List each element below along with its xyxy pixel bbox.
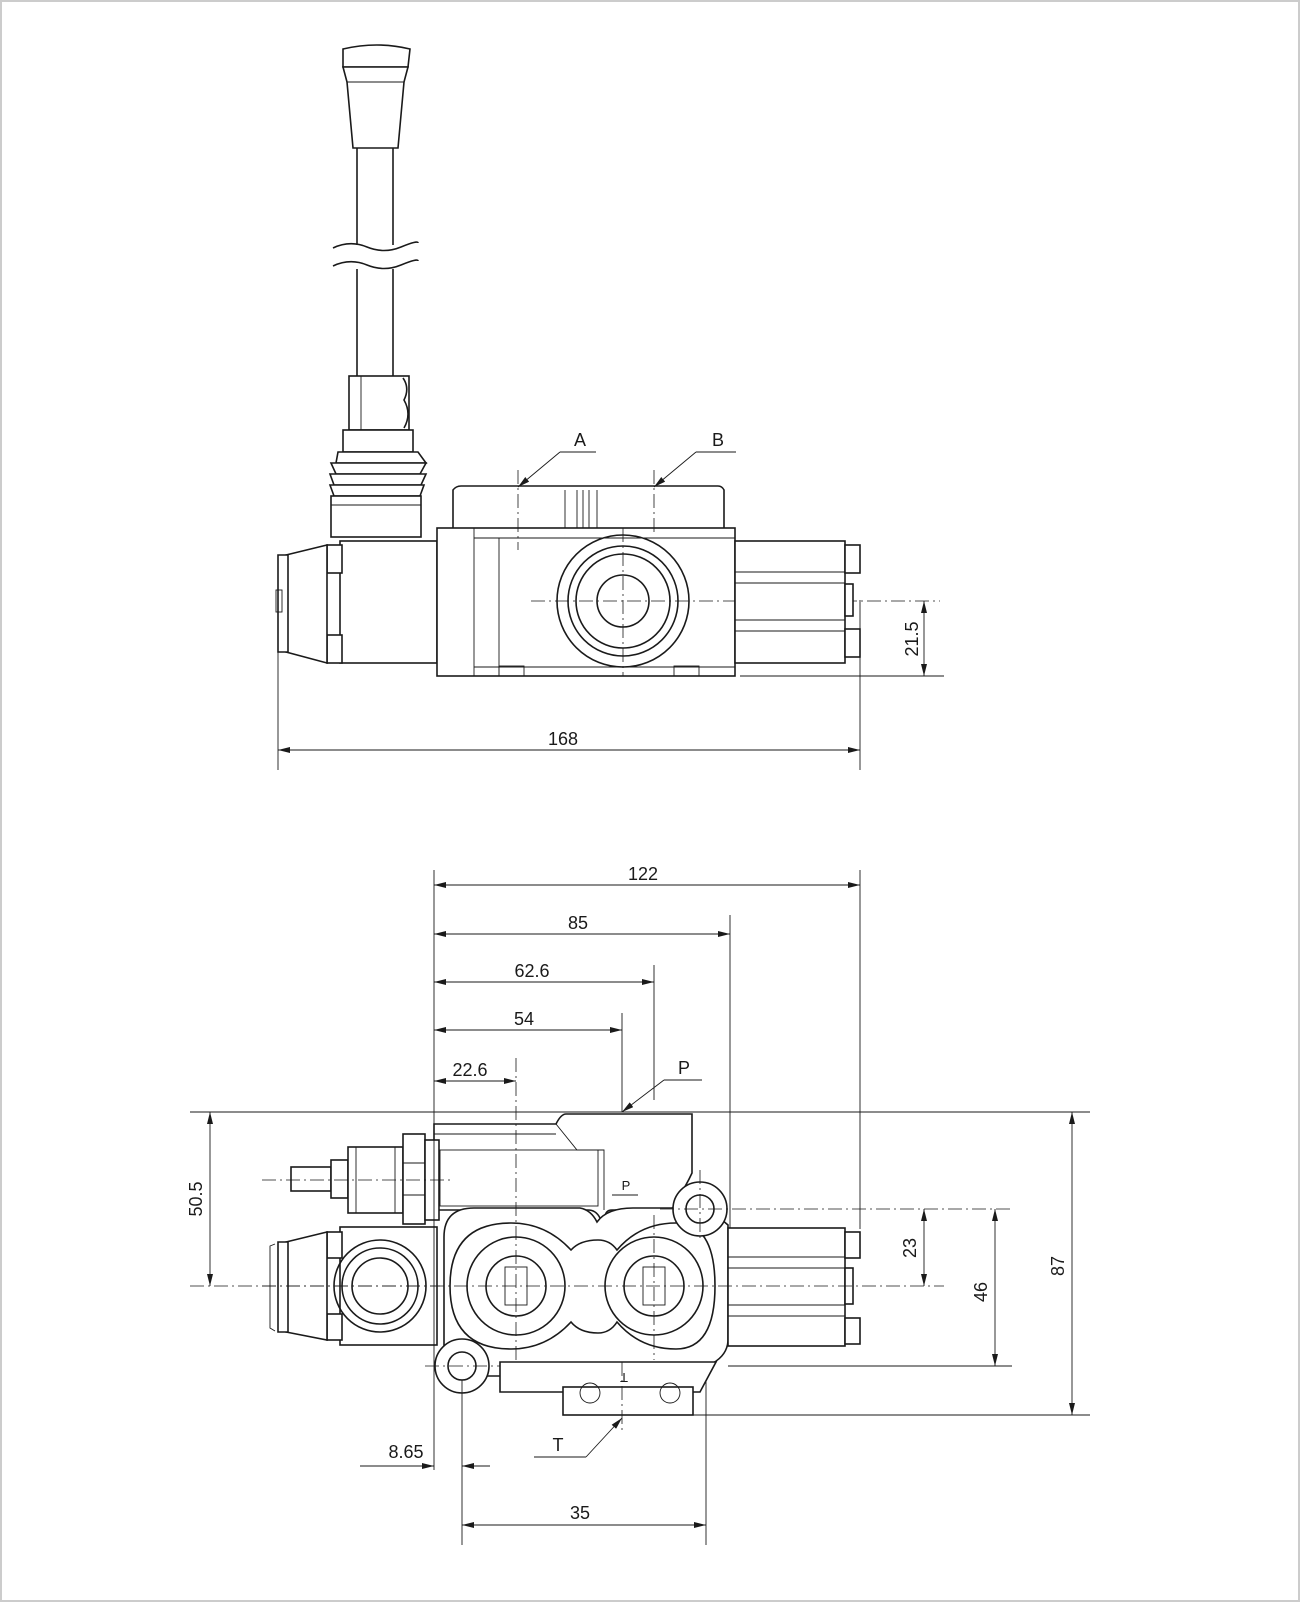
actuator-housing <box>275 540 438 665</box>
port-p-label: P <box>678 1058 690 1078</box>
spool-cap-side <box>734 540 861 664</box>
dim-8-65: 8.65 <box>388 1442 423 1462</box>
dim-85: 85 <box>568 913 588 933</box>
dim-87: 87 <box>1048 1256 1068 1276</box>
top-view: P <box>186 864 1090 1545</box>
dim-35-group <box>462 1380 707 1545</box>
valve-body-side <box>436 470 940 677</box>
port-a-label: A <box>574 430 586 450</box>
valve-body-top: P <box>433 1113 693 1219</box>
t-port-block: T <box>499 1361 718 1416</box>
mounting-ear-right <box>660 1170 1012 1240</box>
dim-62-6: 62.6 <box>514 961 549 981</box>
dim-122: 122 <box>628 864 658 884</box>
dim-23: 23 <box>900 1238 920 1258</box>
dim-54: 54 <box>514 1009 534 1029</box>
dim-22-6: 22.6 <box>452 1060 487 1080</box>
actuator-top <box>262 1226 440 1346</box>
side-view: A B 21.5 168 <box>275 44 944 770</box>
port-b-label: B <box>712 430 724 450</box>
dim-50-5-group <box>190 1111 1090 1286</box>
dim-length-side <box>277 600 861 770</box>
port-leaders-side <box>517 451 736 488</box>
dims-vertical-right <box>693 1112 1090 1416</box>
dim-height-side <box>740 601 944 677</box>
dims-horizontal-top <box>433 870 861 1470</box>
port-p-leader <box>621 1079 702 1113</box>
p-mark: P <box>622 1178 631 1193</box>
dim-50-5: 50.5 <box>186 1181 206 1216</box>
port-t-leader <box>534 1362 623 1458</box>
dim-21-5: 21.5 <box>902 621 922 656</box>
lever-handle <box>328 44 428 538</box>
port-t-label: T <box>553 1435 564 1455</box>
dim-8-65-group <box>360 1380 490 1545</box>
t-mark: T <box>620 1370 628 1385</box>
dim-168: 168 <box>548 729 578 749</box>
adjuster-stud <box>262 1133 450 1225</box>
spool-cap-top <box>727 1227 861 1347</box>
dim-35: 35 <box>570 1503 590 1523</box>
mounting-ear-left <box>425 1338 500 1394</box>
dim-46: 46 <box>971 1282 991 1302</box>
